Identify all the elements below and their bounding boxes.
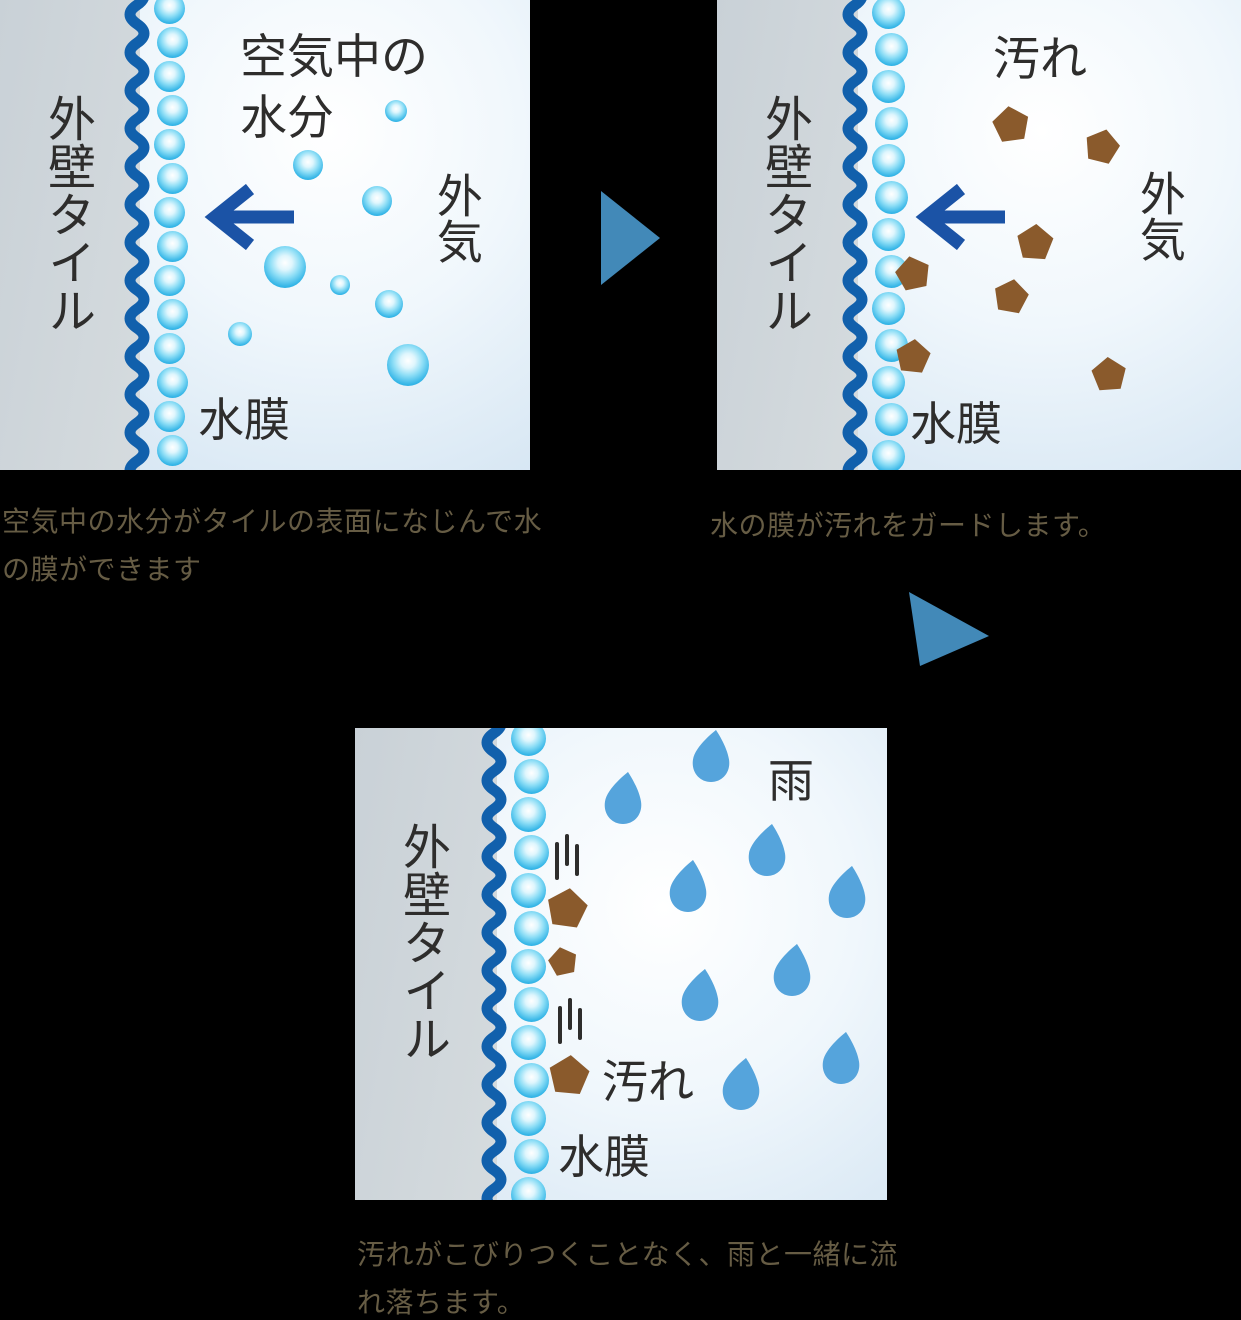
dirt-particle-icon [895, 256, 929, 291]
water-film-label: 水膜 [558, 1131, 650, 1183]
dirt-particle-icon [1091, 357, 1126, 391]
water-film-bead [153, 128, 185, 160]
rain-drop-icon [828, 866, 866, 918]
water-film-bead [153, 332, 185, 364]
panel-step-2: 外壁タイル 汚れ 外気 水膜 [717, 0, 1241, 470]
water-film-bead [513, 834, 549, 870]
water-film-bead [513, 986, 549, 1022]
moisture-droplet-icon [375, 290, 403, 318]
moisture-droplet-icon [228, 322, 252, 346]
dirt-particle-icon [896, 339, 931, 373]
caption-step-3: 汚れがこびりつくことなく、雨と一緒に流 れ落ちます。 [357, 1239, 898, 1318]
dirt-particle-icon [1086, 129, 1120, 164]
water-film-bead [874, 32, 908, 66]
outside-air-label: 外気 [430, 172, 483, 264]
rain-drop-icon [722, 1058, 760, 1110]
tile-wall-label: 外壁タイル [756, 94, 810, 334]
rain-drop-icon [669, 860, 707, 912]
water-film-bead [513, 1138, 549, 1174]
rain-drop-icon [692, 730, 730, 782]
water-film-bead [871, 0, 905, 29]
flow-arrow-icon [601, 191, 660, 285]
dirt-label: 汚れ [602, 1056, 694, 1108]
moisture-droplet-icon [330, 275, 350, 295]
dirt-particle-icon [548, 888, 588, 928]
panel-step-1: 外壁タイル 空気中の 水分 外気 水膜 [0, 0, 530, 470]
tile-surface-wave-icon [481, 728, 507, 1200]
rain-drop-icon [748, 824, 786, 876]
water-film-bead [513, 758, 549, 794]
tile-wall [355, 728, 497, 1200]
flow-arrow-icon [909, 592, 989, 666]
tile-surface-wave-icon [842, 0, 868, 470]
dirt-particle-icon [992, 106, 1029, 142]
water-film-bead [153, 0, 185, 24]
water-film-bead [510, 948, 546, 984]
water-film-bead [871, 291, 905, 325]
moisture-label: 空気中の 水分 [240, 30, 428, 145]
water-film-bead [871, 217, 905, 251]
tile-wall [717, 0, 858, 470]
arrow-left-icon [204, 184, 294, 250]
rain-label: 雨 [768, 755, 814, 807]
water-film-bead [871, 365, 905, 399]
rain-drop-icon [604, 772, 642, 824]
panel-step-3: 外壁タイル 雨 汚れ 水膜 [355, 728, 887, 1200]
water-film-bead [510, 1024, 546, 1060]
outside-air-label: 外気 [1133, 170, 1186, 262]
water-film-bead [156, 298, 188, 330]
water-film-bead [156, 434, 188, 466]
water-film-bead [510, 796, 546, 832]
water-film-bead [874, 106, 908, 140]
water-film-bead [156, 162, 188, 194]
water-film-bead [156, 230, 188, 262]
water-film-bead [156, 26, 188, 58]
dirt-label: 汚れ [993, 32, 1087, 85]
water-film-bead [510, 1176, 546, 1200]
water-film-label: 水膜 [910, 398, 1002, 450]
water-film-bead [510, 1100, 546, 1136]
water-film-bead [871, 439, 905, 470]
water-film-bead [874, 402, 908, 436]
water-film-bead [153, 60, 185, 92]
moisture-droplet-icon [264, 246, 306, 288]
dirt-particle-icon [1017, 224, 1054, 260]
water-film-bead [874, 180, 908, 214]
dirt-particle-icon [549, 1055, 590, 1094]
tile-wall-label: 外壁タイル [394, 822, 448, 1062]
moisture-droplet-icon [387, 344, 429, 386]
water-film-bead [513, 910, 549, 946]
moisture-droplet-icon [362, 186, 392, 216]
water-film-bead [871, 69, 905, 103]
water-film-bead [153, 264, 185, 296]
caption-step-1: 空気中の水分がタイルの表面になじんで水 の膜ができます [2, 506, 543, 585]
dirt-particle-icon [548, 947, 576, 976]
caption-step-2: 水の膜が汚れをガードします。 [710, 510, 1107, 541]
water-film-label: 水膜 [198, 394, 290, 446]
water-film-bead [510, 728, 546, 756]
slide-motion-lines-icon [558, 998, 582, 1044]
arrow-left-icon [915, 184, 1005, 250]
rain-drop-icon [681, 969, 719, 1021]
water-film-bead [156, 366, 188, 398]
tile-surface-wave-icon [124, 0, 150, 470]
water-film-bead [156, 94, 188, 126]
water-film-bead [871, 143, 905, 177]
rain-drop-icon [773, 944, 811, 996]
dirt-particle-icon [995, 279, 1029, 314]
moisture-droplet-icon [293, 150, 323, 180]
tile-wall-label: 外壁タイル [39, 94, 93, 334]
water-film-bead [513, 1062, 549, 1098]
water-film-bead [153, 400, 185, 432]
slide-motion-lines-icon [555, 834, 579, 880]
water-film-bead [510, 872, 546, 908]
moisture-droplet-icon [385, 100, 407, 122]
tile-wall [0, 0, 140, 470]
water-film-bead [153, 196, 185, 228]
rain-drop-icon [822, 1032, 860, 1084]
